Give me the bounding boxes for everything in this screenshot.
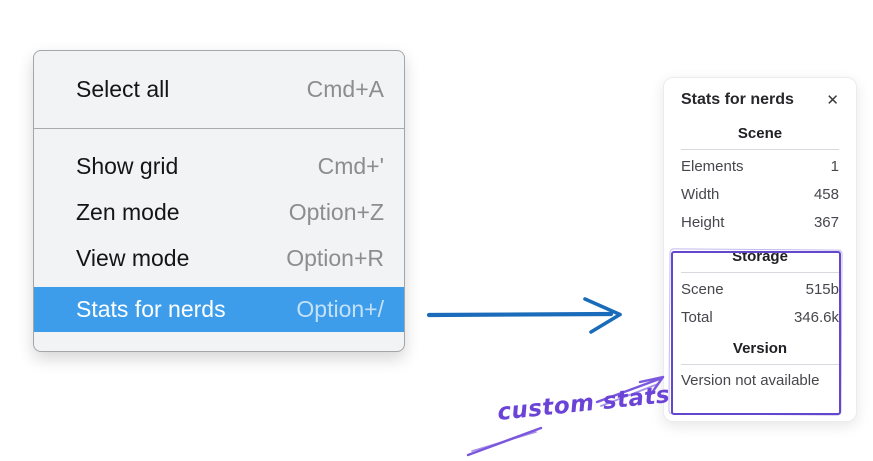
stat-value: 346.6k xyxy=(793,309,839,326)
section-divider xyxy=(681,149,839,150)
section-header-scene: Scene xyxy=(737,125,783,142)
stats-panel: Stats for nerds ✕ Scene Elements 1 Width… xyxy=(663,77,857,422)
menu-item-show-grid[interactable]: Show grid Cmd+' xyxy=(34,143,404,189)
menu-item-zen-mode[interactable]: Zen mode Option+Z xyxy=(34,189,404,235)
stat-row-elements: Elements 1 xyxy=(681,153,839,181)
menu-item-shortcut: Option+/ xyxy=(296,296,384,322)
stat-label: Total xyxy=(681,309,713,326)
menu-item-shortcut: Option+Z xyxy=(288,198,384,225)
menu-item-shortcut: Option+R xyxy=(286,244,384,271)
stat-label: Height xyxy=(681,214,725,231)
flow-arrow xyxy=(426,297,622,334)
menu-separator xyxy=(34,128,404,129)
menu-item-label: View mode xyxy=(76,244,190,271)
close-icon[interactable]: ✕ xyxy=(826,91,839,109)
menu-item-label: Zen mode xyxy=(76,198,180,225)
menu-item-stats-for-nerds[interactable]: Stats for nerds Option+/ xyxy=(34,287,404,332)
menu-item-label: Show grid xyxy=(76,152,179,179)
stat-value: 458 xyxy=(813,186,839,203)
section-divider xyxy=(681,364,839,365)
menu-group: Show grid Cmd+' Zen mode Option+Z View m… xyxy=(34,129,404,332)
section-header-version: Version xyxy=(732,340,788,357)
stats-panel-header: Stats for nerds ✕ xyxy=(681,91,839,109)
stat-value: 1 xyxy=(830,158,839,175)
version-message: Version not available xyxy=(681,372,820,389)
section-divider xyxy=(681,272,839,273)
stat-label: Width xyxy=(681,186,720,203)
stat-label: Elements xyxy=(681,158,744,175)
section-header-storage: Storage xyxy=(732,248,788,265)
stat-value: 367 xyxy=(813,214,839,231)
menu-item-shortcut: Cmd+A xyxy=(306,76,384,102)
stat-row-scene-storage: Scene 515b xyxy=(681,276,839,304)
menu-item-label: Select all xyxy=(76,76,170,102)
stat-row-total-storage: Total 346.6k xyxy=(681,304,839,332)
menu-item-view-mode[interactable]: View mode Option+R xyxy=(34,235,404,281)
panel-title: Stats for nerds xyxy=(681,91,794,108)
menu-item-label: Stats for nerds xyxy=(76,296,226,322)
stat-label: Scene xyxy=(681,281,724,298)
stat-value: 515b xyxy=(805,281,839,298)
menu-item-shortcut: Cmd+' xyxy=(317,152,384,179)
annotation-label: custom stats xyxy=(496,382,672,426)
menu-item-select-all[interactable]: Select all Cmd+A xyxy=(34,51,404,128)
context-menu: Select all Cmd+A Show grid Cmd+' Zen mod… xyxy=(33,50,405,352)
stat-row-width: Width 458 xyxy=(681,181,839,209)
stat-row-height: Height 367 xyxy=(681,209,839,237)
